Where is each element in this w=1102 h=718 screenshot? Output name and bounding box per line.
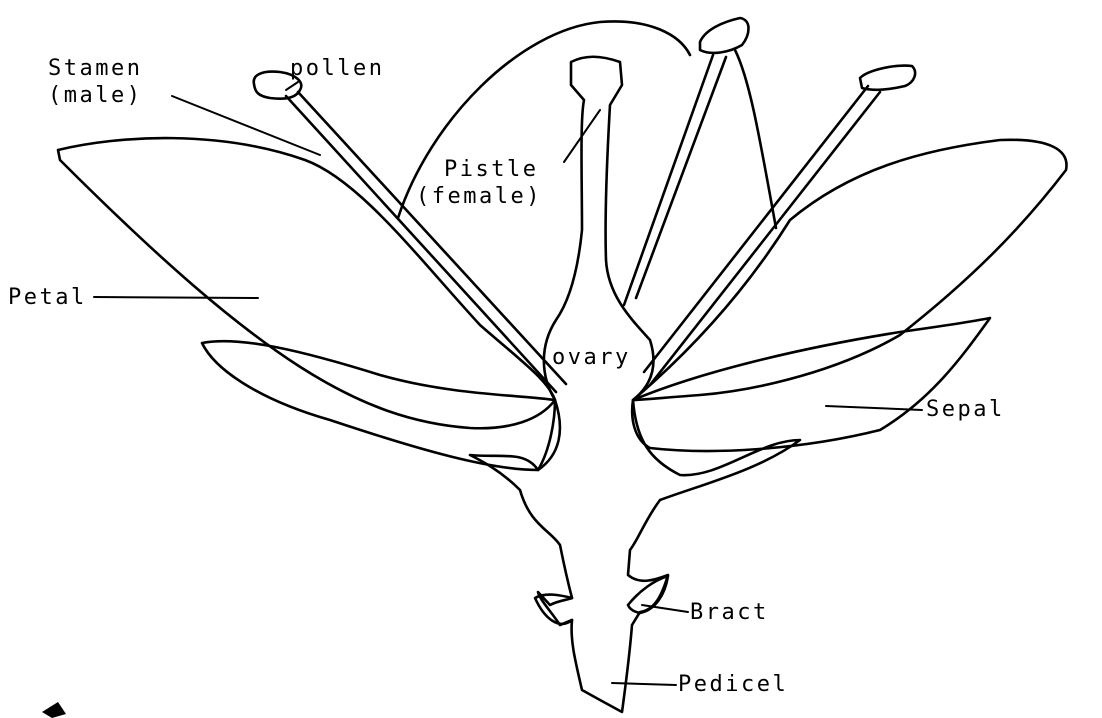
pistle-sub-label: (female) xyxy=(416,184,542,210)
pedicel-leader xyxy=(612,683,676,685)
stamen-left xyxy=(254,72,566,392)
pistle-label: Pistle xyxy=(444,157,538,183)
left-sepal xyxy=(202,341,560,470)
stamen-sub-label: (male) xyxy=(48,83,142,109)
sepal-leader xyxy=(826,406,922,410)
ink-mark xyxy=(42,702,66,718)
pollen-label: pollen xyxy=(290,56,384,82)
bract-label: Bract xyxy=(690,600,769,626)
stamen-leader xyxy=(172,96,320,155)
stamen-label: Stamen xyxy=(48,56,142,82)
petal-leader xyxy=(94,297,258,298)
petal-label: Petal xyxy=(8,285,87,311)
right-petal xyxy=(633,140,1066,400)
ovary-label: ovary xyxy=(552,345,631,371)
sepal-label: Sepal xyxy=(926,397,1005,423)
pollen-leader xyxy=(286,82,298,90)
pedicel-label: Pedicel xyxy=(678,672,788,698)
